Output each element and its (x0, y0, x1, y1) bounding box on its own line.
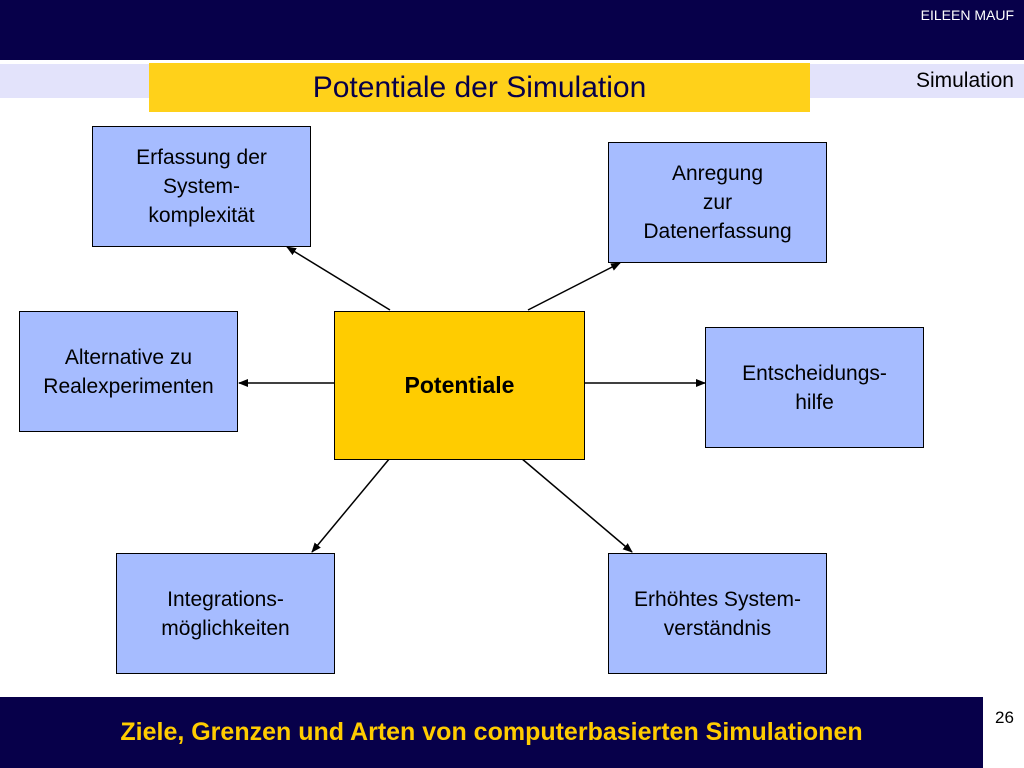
node-potentiale-center: Potentiale (334, 311, 585, 460)
arrow-to-systemverstaendnis (520, 457, 633, 553)
page-number: 26 (995, 708, 1014, 727)
slide-title: Potentiale der Simulation (149, 63, 810, 112)
section-label: Simulation (915, 69, 1014, 92)
node-label: Erhöhtes System- verständnis (634, 587, 801, 640)
node-label: Anregung zur Datenerfassung (643, 162, 792, 243)
node-label: Entscheidungs- hilfe (742, 361, 887, 414)
node-label: Integrations- möglichkeiten (161, 587, 290, 640)
node-label: Alternative zu Realexperimenten (43, 345, 214, 398)
node-systemverstaendnis: Erhöhtes System- verständnis (608, 553, 827, 674)
top-bar (0, 0, 1024, 60)
arrow-to-datenerfassung (527, 262, 621, 311)
node-integration: Integrations- möglichkeiten (116, 553, 335, 674)
node-label: Erfassung der System- komplexität (136, 146, 267, 227)
node-datenerfassung: Anregung zur Datenerfassung (608, 142, 827, 263)
arrow-to-systemkomplexitaet (286, 246, 391, 311)
node-systemkomplexitaet: Erfassung der System- komplexität (92, 126, 311, 247)
author-name: EILEEN MAUF (920, 7, 1014, 23)
node-realexperimente: Alternative zu Realexperimenten (19, 311, 238, 432)
footer-title: Ziele, Grenzen und Arten von computerbas… (0, 697, 983, 768)
node-entscheidungshilfe: Entscheidungs- hilfe (705, 327, 924, 448)
arrow-to-integration (311, 457, 391, 553)
